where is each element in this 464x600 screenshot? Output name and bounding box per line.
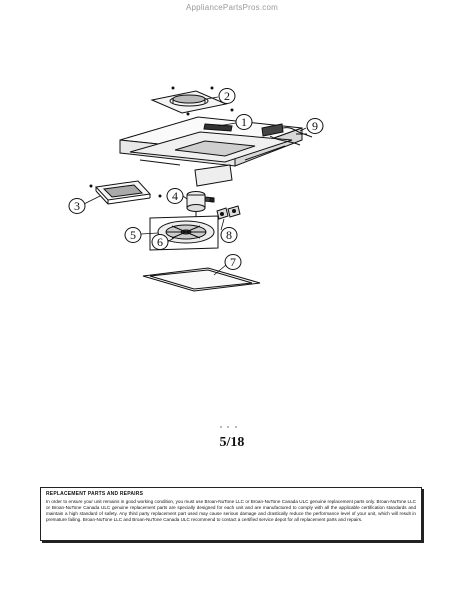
damper-collar-part (150, 86, 228, 114)
callout-5: 5 (124, 227, 142, 243)
callout-8: 8 (220, 227, 238, 243)
light-lens-part (89, 180, 162, 205)
callout-3-label: 3 (74, 199, 80, 213)
callout-5-label: 5 (130, 228, 136, 242)
callout-3: 3 (68, 198, 86, 214)
notice-body: In order to ensure your unit remains in … (46, 499, 416, 522)
page-number: 5/18 (219, 435, 245, 450)
callout-6-label: 6 (157, 235, 163, 249)
callout-2: 2 (218, 88, 236, 104)
blower-fan-part (149, 215, 219, 251)
wiring-harness-part (261, 123, 313, 146)
replacement-parts-notice: Replacement Parts and Repairs In order t… (40, 487, 422, 541)
leader-lines (83, 96, 307, 276)
callout-9: 9 (306, 118, 324, 134)
callout-1-label: 1 (241, 115, 247, 129)
callout-9-label: 9 (312, 119, 318, 133)
range-hood-body-part (119, 108, 303, 187)
callout-7: 7 (224, 254, 242, 270)
callout-1: 1 (235, 114, 253, 130)
callout-8-label: 8 (226, 228, 232, 242)
notice-title: Replacement Parts and Repairs (46, 491, 144, 497)
watermark: AppliancePartsPros.com (186, 3, 278, 12)
callout-6: 6 (151, 234, 169, 250)
callout-7-label: 7 (230, 255, 236, 269)
motor-part (186, 191, 215, 217)
callout-4: 4 (166, 188, 184, 204)
callout-2-label: 2 (224, 89, 230, 103)
scan-marks (220, 426, 237, 428)
grease-filter-part (142, 267, 261, 292)
callout-4-label: 4 (172, 189, 178, 203)
